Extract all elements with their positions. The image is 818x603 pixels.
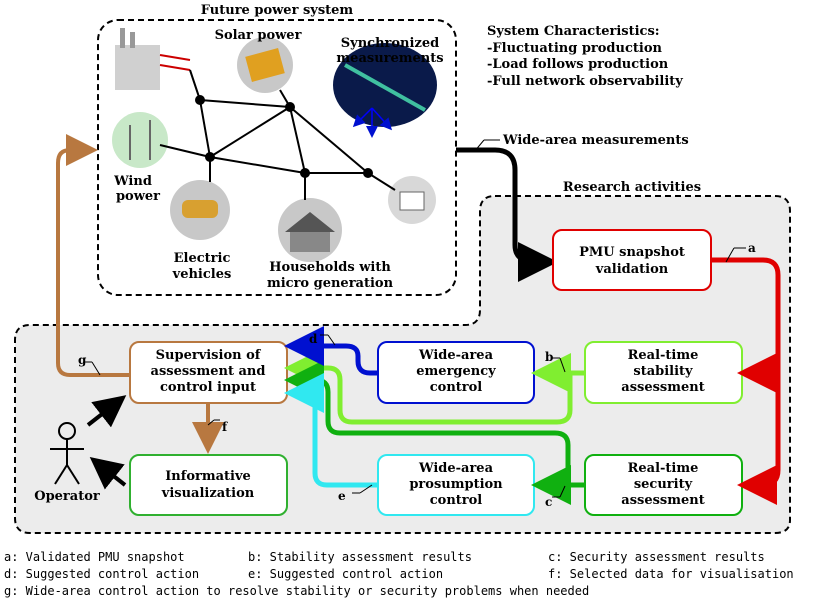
arrow-g-to-power-system xyxy=(56,134,130,377)
informative-label-2: visualization xyxy=(161,486,255,501)
households-label-1: Households with xyxy=(269,260,391,275)
supervision-label-2: assessment and xyxy=(151,364,266,379)
operator-to-supervision-arrow xyxy=(86,395,127,428)
supervision-label-3: control input xyxy=(160,380,256,395)
emergency-label-1: Wide-area xyxy=(418,348,494,363)
legend-b: b: Stability assessment results xyxy=(248,550,472,564)
wind-power-label-2: power xyxy=(116,189,160,204)
characteristic-item: -Load follows production xyxy=(487,57,669,72)
solar-panel-icon xyxy=(237,37,293,93)
wind-power-label-1: Wind xyxy=(113,174,152,189)
security-label-3: assessment xyxy=(621,493,704,508)
prosumption-label-3: control xyxy=(430,493,483,508)
wind-turbine-icon xyxy=(112,112,168,168)
wide-area-label: Wide-area measurements xyxy=(502,133,689,148)
arrow-c-to-supervision xyxy=(284,360,571,485)
characteristics-title: System Characteristics: xyxy=(487,24,660,39)
arrow-a-to-security xyxy=(737,360,781,505)
characteristic-item: -Full network observability xyxy=(487,74,683,89)
electric-vehicle-icon xyxy=(170,180,230,240)
households-label-2: micro generation xyxy=(267,276,394,291)
security-label-2: security xyxy=(634,477,693,492)
informative-visualization-box xyxy=(129,454,288,516)
prosumption-label-2: prosumption xyxy=(409,477,503,492)
informative-label-1: Informative xyxy=(165,469,251,484)
arrow-e-to-supervision xyxy=(284,373,378,488)
house-icon xyxy=(278,198,342,262)
emergency-label-2: emergency xyxy=(416,364,496,379)
informative-to-operator-arrow xyxy=(89,457,127,490)
legend-a: a: Validated PMU snapshot xyxy=(4,550,185,564)
electric-vehicles-label-1: Electric xyxy=(174,251,231,266)
stability-label-3: assessment xyxy=(621,380,704,395)
supervision-label-1: Supervision of xyxy=(156,348,262,363)
research-activities-title: Research activities xyxy=(563,180,701,195)
sync-measurements-label-1: Synchronized xyxy=(341,36,439,51)
satellite-icon xyxy=(333,43,437,138)
legend-f: f: Selected data for visualisation xyxy=(548,567,794,581)
arrow-label-f: f xyxy=(222,420,228,434)
legend-d: d: Suggested control action xyxy=(4,567,199,581)
pmu-snapshot-box xyxy=(552,229,712,291)
arrow-label-c: c xyxy=(545,495,552,509)
stability-label-2: stability xyxy=(633,364,693,379)
operator-icon xyxy=(50,422,84,485)
arrow-b-to-supervision xyxy=(284,348,573,425)
grid-nodes xyxy=(195,95,373,178)
legend-c: c: Security assessment results xyxy=(548,550,765,564)
wide-area-measurements-arrow xyxy=(456,147,558,282)
pmu-label-1: PMU snapshot xyxy=(579,245,685,260)
arrow-label-b: b xyxy=(545,350,553,364)
emergency-label-3: control xyxy=(430,380,483,395)
wide-area-tick xyxy=(473,139,485,153)
prosumption-label-1: Wide-area xyxy=(418,461,494,476)
pmu-label-2: validation xyxy=(595,262,669,277)
arrow-label-a: a xyxy=(748,241,756,255)
power-plant-icon xyxy=(115,28,191,90)
sync-measurements-label-2: measurements xyxy=(336,51,443,66)
legend-e: e: Suggested control action xyxy=(248,567,443,581)
arrow-d-to-supervision xyxy=(284,326,378,376)
arrow-a-to-stability xyxy=(711,257,781,393)
security-label-1: Real-time xyxy=(628,461,699,476)
stability-label-1: Real-time xyxy=(628,348,699,363)
arrow-label-e: e xyxy=(338,489,346,503)
solar-power-label: Solar power xyxy=(215,28,302,43)
future-power-system-title: Future power system xyxy=(201,3,354,18)
arrow-label-g: g xyxy=(78,353,87,367)
legend-g: g: Wide-area control action to resolve s… xyxy=(4,584,589,598)
electric-vehicles-label-2: vehicles xyxy=(172,267,232,282)
operator-label: Operator xyxy=(34,489,100,504)
small-house-icon xyxy=(388,176,436,224)
characteristic-item: -Fluctuating production xyxy=(487,41,663,56)
grid-network xyxy=(159,69,396,200)
arrow-label-d: d xyxy=(309,332,318,346)
